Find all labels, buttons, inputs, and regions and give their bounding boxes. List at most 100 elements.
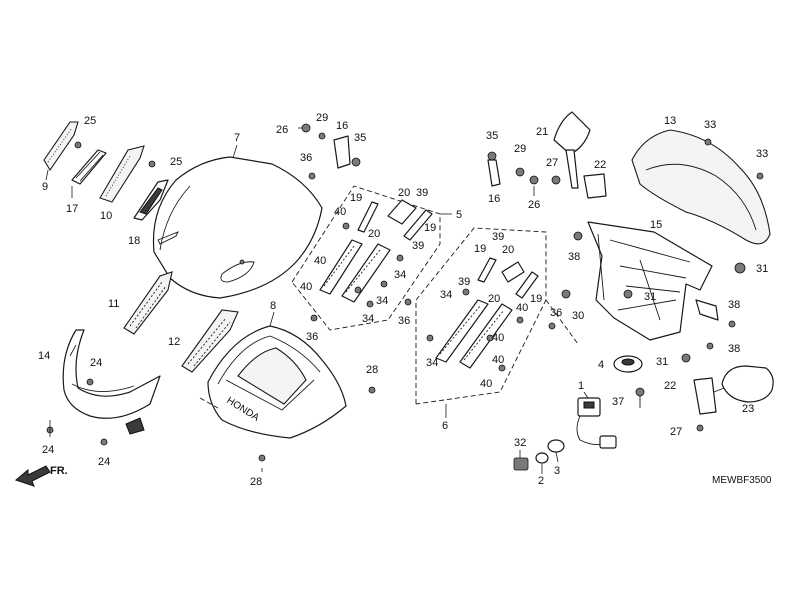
callout-22: 22 bbox=[664, 380, 676, 392]
callout-5: 5 bbox=[456, 209, 462, 221]
callout-26: 26 bbox=[276, 124, 288, 136]
callout-20: 20 bbox=[398, 187, 410, 199]
part-23-mirror bbox=[693, 365, 774, 432]
callout-40: 40 bbox=[492, 354, 504, 366]
callout-8: 8 bbox=[270, 300, 276, 312]
callout-1: 1 bbox=[578, 380, 584, 392]
callout-6: 6 bbox=[442, 420, 448, 432]
callout-7: 7 bbox=[234, 132, 240, 144]
part-15-frame bbox=[548, 221, 746, 363]
callout-34: 34 bbox=[426, 357, 438, 369]
callout-31: 31 bbox=[656, 356, 668, 368]
callout-35: 35 bbox=[354, 132, 366, 144]
callout-40: 40 bbox=[480, 378, 492, 390]
part-1-switch bbox=[576, 391, 617, 449]
hardware-cluster-top bbox=[298, 123, 361, 180]
callout-24: 24 bbox=[90, 357, 102, 369]
callout-labels: 25 9 17 25 10 18 7 11 12 14 24 24 24 8 2… bbox=[38, 112, 768, 488]
callout-37: 37 bbox=[612, 396, 624, 408]
callout-27: 27 bbox=[670, 426, 682, 438]
callout-4: 4 bbox=[598, 359, 604, 371]
part-16-stay bbox=[487, 151, 539, 196]
group-6-bracket-set bbox=[404, 227, 579, 418]
part-8-upper-cowl: HONDA bbox=[199, 311, 376, 472]
callout-35: 35 bbox=[486, 130, 498, 142]
part-37-bolt bbox=[635, 387, 645, 408]
callout-31: 31 bbox=[756, 263, 768, 275]
diagram-code: MEWBF3500 bbox=[712, 475, 772, 486]
callout-39: 39 bbox=[492, 231, 504, 243]
direction-label: FR. bbox=[50, 465, 68, 477]
part-21-mirror-stay bbox=[551, 111, 607, 199]
part-9-panel bbox=[43, 121, 79, 181]
callout-3: 3 bbox=[554, 465, 560, 477]
callout-20: 20 bbox=[502, 244, 514, 256]
callout-36: 36 bbox=[398, 315, 410, 327]
part-14-lower-cowl bbox=[46, 329, 161, 446]
callout-24: 24 bbox=[98, 456, 110, 468]
callout-40: 40 bbox=[492, 332, 504, 344]
callout-28: 28 bbox=[366, 364, 378, 376]
callout-26: 26 bbox=[528, 199, 540, 211]
callout-36: 36 bbox=[550, 307, 562, 319]
callout-33: 33 bbox=[756, 148, 768, 160]
callout-20: 20 bbox=[488, 293, 500, 305]
part-17-bracket bbox=[71, 141, 107, 198]
callout-40: 40 bbox=[334, 206, 346, 218]
callout-14: 14 bbox=[38, 350, 50, 362]
callout-33: 33 bbox=[704, 119, 716, 131]
group-5-bracket-set bbox=[291, 185, 452, 331]
callout-40: 40 bbox=[516, 302, 528, 314]
front-arrow-icon bbox=[14, 465, 51, 487]
callout-29: 29 bbox=[514, 143, 526, 155]
callout-34: 34 bbox=[362, 313, 374, 325]
callout-18: 18 bbox=[128, 235, 140, 247]
callout-34: 34 bbox=[376, 295, 388, 307]
callout-36: 36 bbox=[306, 331, 318, 343]
part-4-grommet bbox=[613, 355, 643, 373]
callout-19: 19 bbox=[350, 192, 362, 204]
callout-15: 15 bbox=[650, 219, 662, 231]
callout-34: 34 bbox=[440, 289, 452, 301]
callout-40: 40 bbox=[300, 281, 312, 293]
callout-16: 16 bbox=[488, 193, 500, 205]
callout-32: 32 bbox=[514, 437, 526, 449]
callout-38: 38 bbox=[728, 343, 740, 355]
callout-39: 39 bbox=[458, 276, 470, 288]
callout-22: 22 bbox=[594, 159, 606, 171]
callout-40: 40 bbox=[314, 255, 326, 267]
callout-19: 19 bbox=[530, 293, 542, 305]
callout-30: 30 bbox=[572, 310, 584, 322]
callout-34: 34 bbox=[394, 269, 406, 281]
callout-28: 28 bbox=[250, 476, 262, 488]
callout-38: 38 bbox=[568, 251, 580, 263]
callout-9: 9 bbox=[42, 181, 48, 193]
callout-20: 20 bbox=[368, 228, 380, 240]
callout-19: 19 bbox=[424, 222, 436, 234]
callout-17: 17 bbox=[66, 203, 78, 215]
front-direction-indicator: FR. bbox=[14, 465, 68, 487]
part-10-panel bbox=[99, 145, 145, 203]
callout-23: 23 bbox=[742, 403, 754, 415]
callout-29: 29 bbox=[316, 112, 328, 124]
callout-39: 39 bbox=[412, 240, 424, 252]
callout-13: 13 bbox=[664, 115, 676, 127]
callout-10: 10 bbox=[100, 210, 112, 222]
callout-38: 38 bbox=[728, 299, 740, 311]
callout-19: 19 bbox=[474, 243, 486, 255]
parts-2-3-32-fasteners bbox=[513, 439, 565, 474]
callout-16: 16 bbox=[336, 120, 348, 132]
callout-12: 12 bbox=[168, 336, 180, 348]
callout-25: 25 bbox=[170, 156, 182, 168]
callout-21: 21 bbox=[536, 126, 548, 138]
callout-24: 24 bbox=[42, 444, 54, 456]
callout-25: 25 bbox=[84, 115, 96, 127]
callout-2: 2 bbox=[538, 475, 544, 487]
callout-36: 36 bbox=[300, 152, 312, 164]
part-7-windscreen bbox=[152, 144, 323, 299]
callout-27: 27 bbox=[546, 157, 558, 169]
callout-31: 31 bbox=[644, 291, 656, 303]
callout-11: 11 bbox=[108, 298, 119, 310]
part-11-trim bbox=[123, 271, 173, 335]
